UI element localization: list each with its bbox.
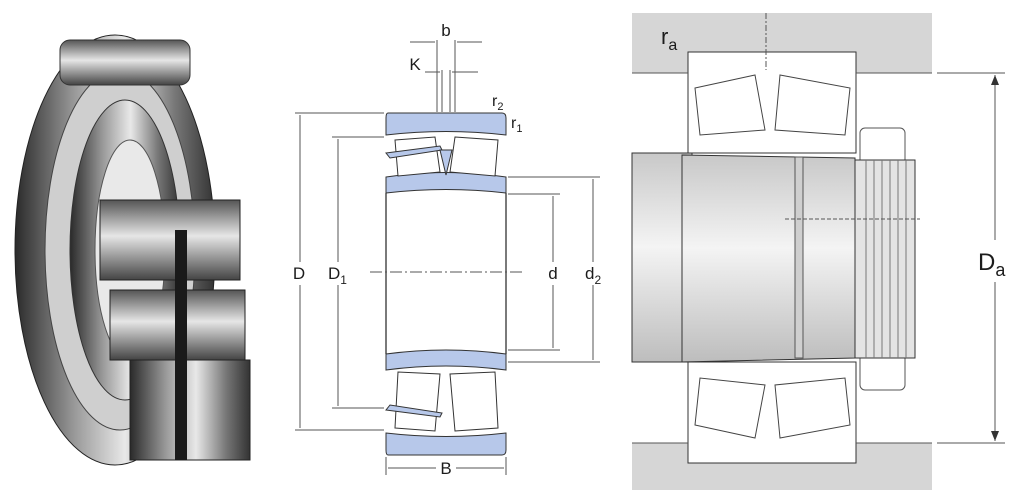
- bearing-3d-render: [14, 34, 251, 466]
- label-B: B: [440, 459, 451, 478]
- label-d2: d2: [585, 264, 601, 287]
- label-D1: D1: [328, 264, 347, 287]
- bearing-section-drawing: b K r2 r1 D D1 d d2 B: [293, 21, 602, 478]
- label-r1: r1: [511, 115, 522, 135]
- mounting-drawing: ra Da: [631, 13, 1006, 490]
- label-K: K: [409, 55, 421, 74]
- label-Da: Da: [978, 249, 1006, 280]
- label-r2: r2: [492, 93, 503, 113]
- label-b: b: [441, 21, 450, 40]
- label-D: D: [293, 264, 305, 283]
- label-d: d: [548, 264, 557, 283]
- label-ra: ra: [661, 24, 677, 54]
